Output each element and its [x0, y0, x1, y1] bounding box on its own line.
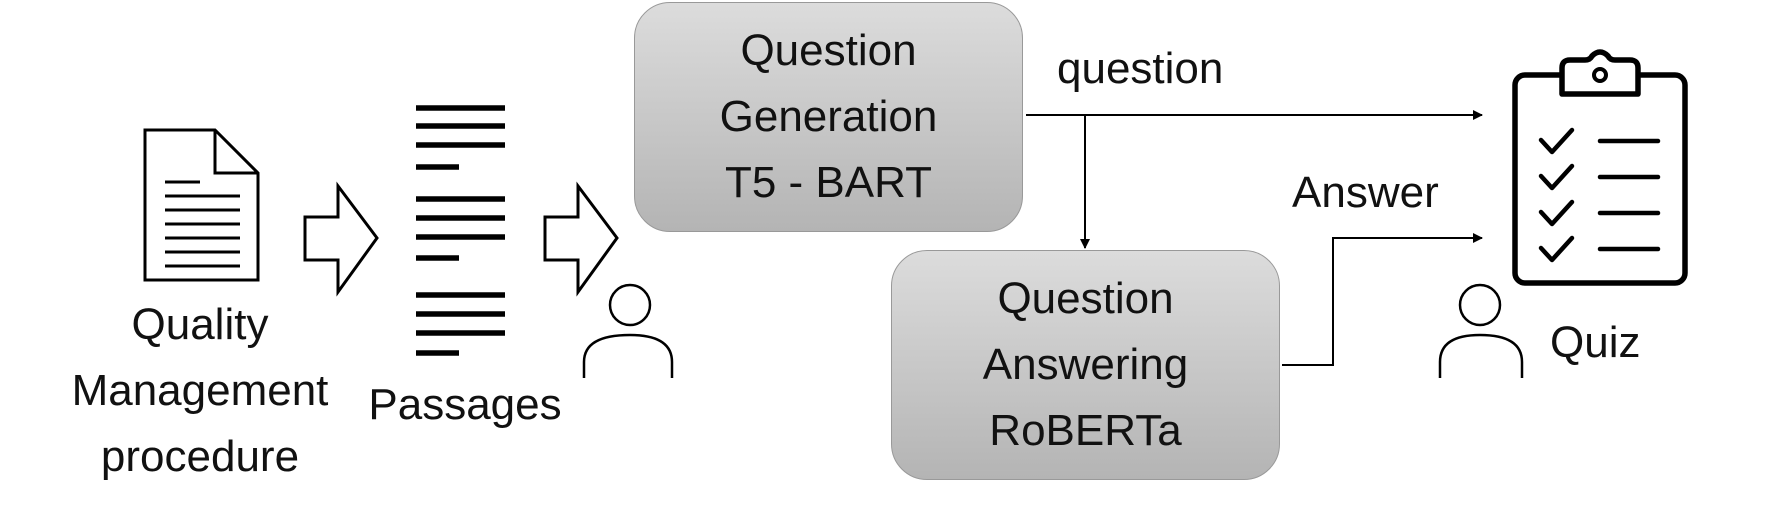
qa-line1: Question [997, 274, 1174, 323]
clipboard-checklist-icon [1512, 49, 1688, 286]
qa-line2: Answering [982, 340, 1189, 389]
block-arrow-1 [303, 181, 379, 297]
edge-answer-label: Answer [1292, 168, 1439, 217]
text-lines-icon [416, 105, 505, 356]
person-icon-quiz [1438, 283, 1524, 378]
person-icon [582, 283, 674, 378]
qg-line1: Question [740, 26, 917, 75]
qg-line3: T5 - BART [724, 158, 932, 207]
source-doc-line1: Quality [131, 300, 269, 349]
qa-line3: RoBERTa [989, 406, 1182, 455]
passages-label: Passages [368, 380, 562, 429]
source-doc-line2: Management [71, 366, 329, 415]
edge-answer-line [1282, 233, 1483, 366]
source-doc-line3: procedure [100, 432, 300, 481]
edge-question-label: question [1057, 44, 1224, 93]
qg-line2: Generation [719, 92, 938, 141]
document-icon [143, 128, 260, 282]
quiz-label: Quiz [1550, 318, 1641, 367]
question-answering-box: Question Answering RoBERTa [891, 250, 1280, 480]
block-arrow-2 [543, 181, 619, 297]
question-generation-box: Question Generation T5 - BART [634, 2, 1023, 232]
source-doc-label: Quality Management procedure [30, 292, 370, 490]
